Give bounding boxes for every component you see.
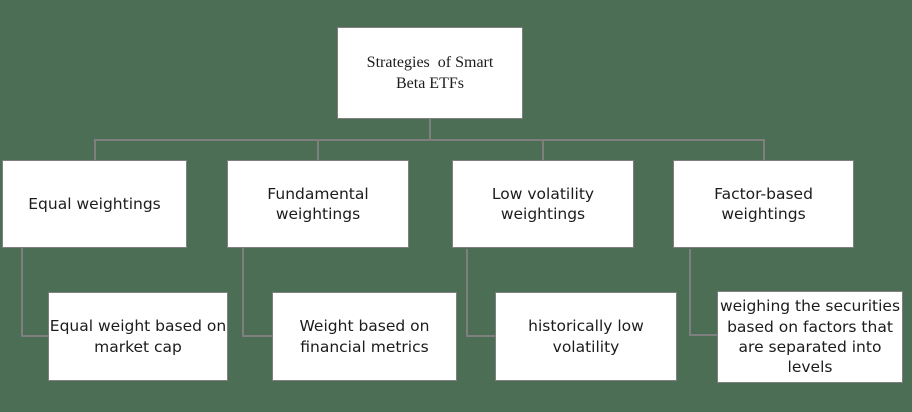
connector-elbow-leaf-4 [689,334,718,336]
node-branch-equal-weightings: Equal weightings [2,160,187,248]
connector-elbow-leaf-1 [21,335,49,337]
node-branch-factor-based-weightings: Factor-based weightings [673,160,854,248]
connector-drop-branch-1 [94,139,96,161]
connector-horizontal-bar [94,139,765,141]
node-branch-low-volatility-weightings: Low volatility weightings [452,160,634,248]
connector-drop-branch-2 [317,139,319,161]
connector-elbow-leaf-4 [689,249,691,335]
connector-drop-branch-4 [763,139,765,161]
node-leaf-financial-metrics: Weight based on financial metrics [272,292,457,381]
connector-drop-branch-3 [542,139,544,161]
connector-elbow-leaf-3 [466,335,496,337]
node-leaf-historically-low-volatility: historically low volatility [495,292,677,381]
connector-elbow-leaf-2 [242,335,273,337]
connector-elbow-leaf-2 [242,247,244,337]
node-branch-fundamental-weightings: Fundamental weightings [227,160,409,248]
connector-elbow-leaf-1 [21,247,23,337]
node-leaf-equal-weight-market-cap: Equal weight based on market cap [48,292,228,381]
connector-elbow-leaf-3 [466,249,468,337]
node-root-strategies: Strategies of Smart Beta ETFs [337,27,523,119]
connector-root-stem [429,118,431,140]
node-leaf-factor-levels: weighing the securities based on factors… [717,291,903,383]
